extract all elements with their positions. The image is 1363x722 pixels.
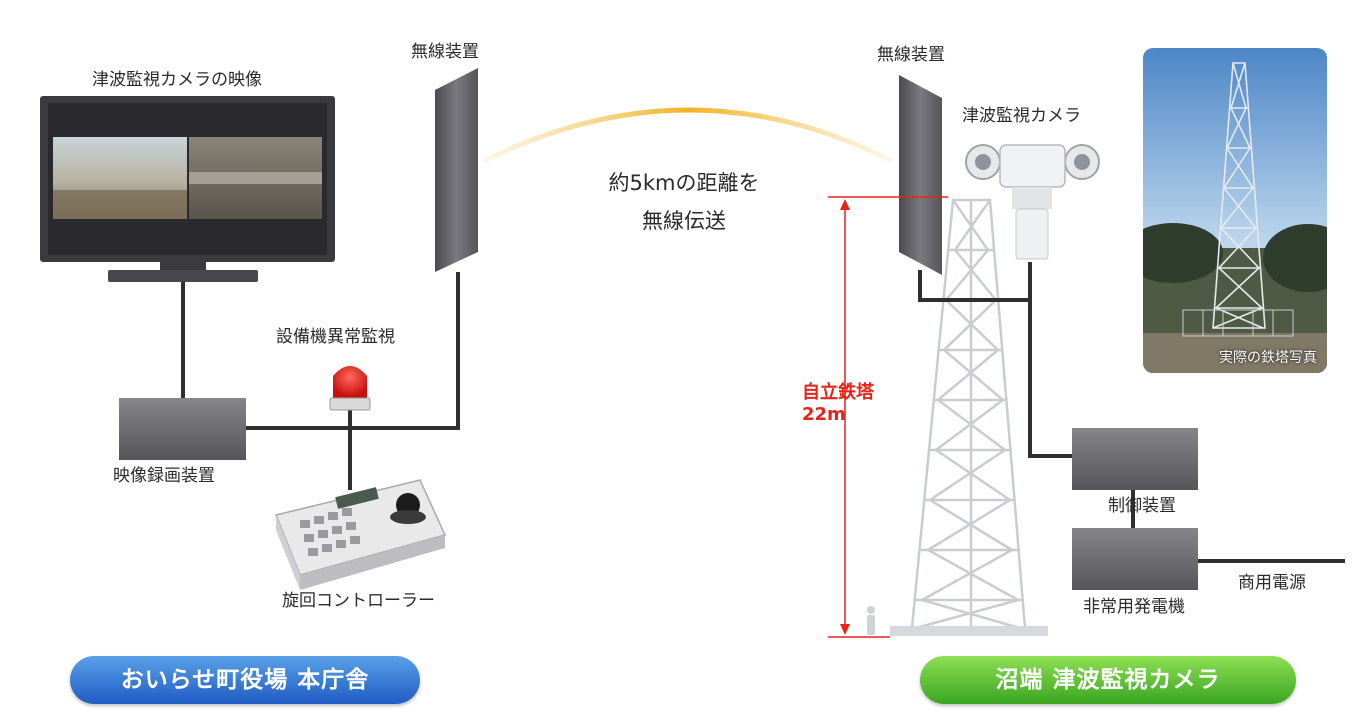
tower-photo-image xyxy=(1143,48,1327,373)
tower-photo: 実際の鉄塔写真 xyxy=(1143,48,1327,373)
tsunami-camera xyxy=(965,144,1100,260)
monitor-label: 津波監視カメラの映像 xyxy=(92,70,262,90)
right-radio-label: 無線装置 xyxy=(877,45,945,65)
link-transmission-text: 無線伝送 xyxy=(642,209,726,233)
left-site-name: おいらせ町役場 本庁舎 xyxy=(70,656,420,704)
left-radio-label: 無線装置 xyxy=(411,42,479,62)
control-unit-box xyxy=(1072,428,1198,490)
tower-height-label: 自立鉄塔 22m xyxy=(802,382,874,426)
right-cables xyxy=(918,262,1345,563)
alarm-label: 設備機異常監視 xyxy=(276,327,395,347)
left-radio-panel xyxy=(435,68,478,272)
tower-base xyxy=(890,626,1048,636)
right-radio-panel xyxy=(899,75,942,275)
left-cables xyxy=(181,272,460,490)
commercial-power-label: 商用電源 xyxy=(1238,573,1306,593)
right-site-name: 沼端 津波監視カメラ xyxy=(920,656,1296,704)
link-distance-text: 約5kmの距離を xyxy=(608,171,760,195)
controller-label: 旋回コントローラー xyxy=(282,591,435,611)
alarm-lamp xyxy=(329,366,371,411)
pan-controller xyxy=(274,479,447,590)
monitor xyxy=(40,96,335,282)
generator-box xyxy=(1072,528,1198,590)
person-silhouette xyxy=(867,606,875,635)
tower-height: 22m xyxy=(802,404,846,425)
lattice-tower xyxy=(910,198,1027,630)
control-unit-label: 制御装置 xyxy=(1108,496,1176,516)
tower-type: 自立鉄塔 xyxy=(802,382,874,403)
height-marker xyxy=(828,196,948,638)
wireless-link-arc xyxy=(483,107,893,163)
photo-caption: 実際の鉄塔写真 xyxy=(1219,350,1317,366)
recorder-label: 映像録画装置 xyxy=(113,466,215,486)
camera-label: 津波監視カメラ xyxy=(962,106,1081,126)
recorder-box xyxy=(119,398,246,460)
generator-label: 非常用発電機 xyxy=(1083,597,1185,617)
